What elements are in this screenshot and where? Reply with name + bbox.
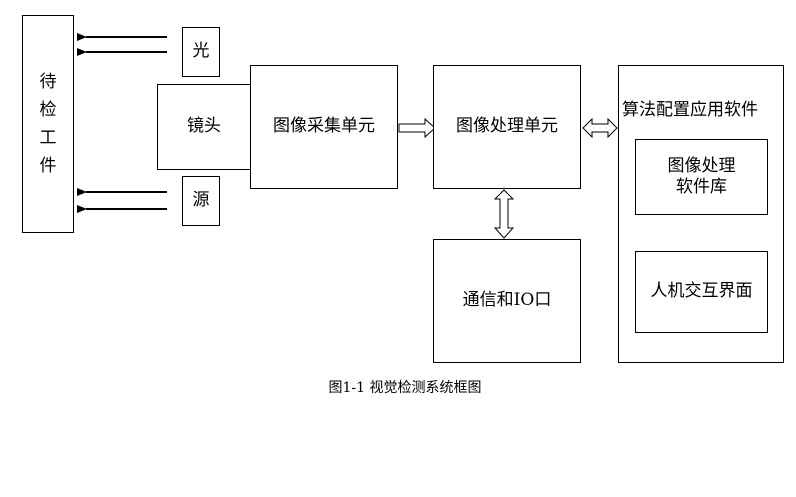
workpiece-char: 待 xyxy=(39,72,57,92)
software-library-line1: 图像处理 xyxy=(667,155,736,176)
software-library-box: 图像处理 软件库 xyxy=(635,139,768,215)
light-source-bottom-box: 源 xyxy=(182,176,220,226)
io-label: 通信和IO口 xyxy=(462,290,552,311)
workpiece-char: 检 xyxy=(39,100,57,120)
io-box: 通信和IO口 xyxy=(433,239,581,363)
proc-io-arrow xyxy=(493,189,515,239)
hmi-box: 人机交互界面 xyxy=(635,251,768,333)
figure-caption-text: 图1-1 视觉检测系统框图 xyxy=(328,380,482,396)
processing-unit-label: 图像处理单元 xyxy=(456,116,558,137)
light-source-top-label: 光 xyxy=(192,41,210,62)
acquisition-unit-label: 图像采集单元 xyxy=(273,116,375,137)
light-source-top-box: 光 xyxy=(182,27,220,77)
proc-software-arrow xyxy=(582,117,618,139)
workpiece-label: 待 检 工 件 xyxy=(40,68,57,180)
lens-label: 镜头 xyxy=(187,116,221,137)
light-source-bottom-label: 源 xyxy=(192,190,210,211)
hmi-label: 人机交互界面 xyxy=(650,281,753,302)
software-library-line2: 软件库 xyxy=(676,177,727,197)
workpiece-char: 工 xyxy=(39,128,57,148)
acq-to-proc-arrow xyxy=(398,117,436,139)
acquisition-unit-box: 图像采集单元 xyxy=(250,65,398,189)
lens-box: 镜头 xyxy=(157,84,251,170)
workpiece-char: 件 xyxy=(39,156,57,176)
processing-unit-box: 图像处理单元 xyxy=(433,65,581,189)
software-title: 算法配置应用软件 xyxy=(622,100,758,120)
figure-caption: 图1-1 视觉检测系统框图 xyxy=(0,377,796,397)
workpiece-box: 待 检 工 件 xyxy=(22,15,74,233)
